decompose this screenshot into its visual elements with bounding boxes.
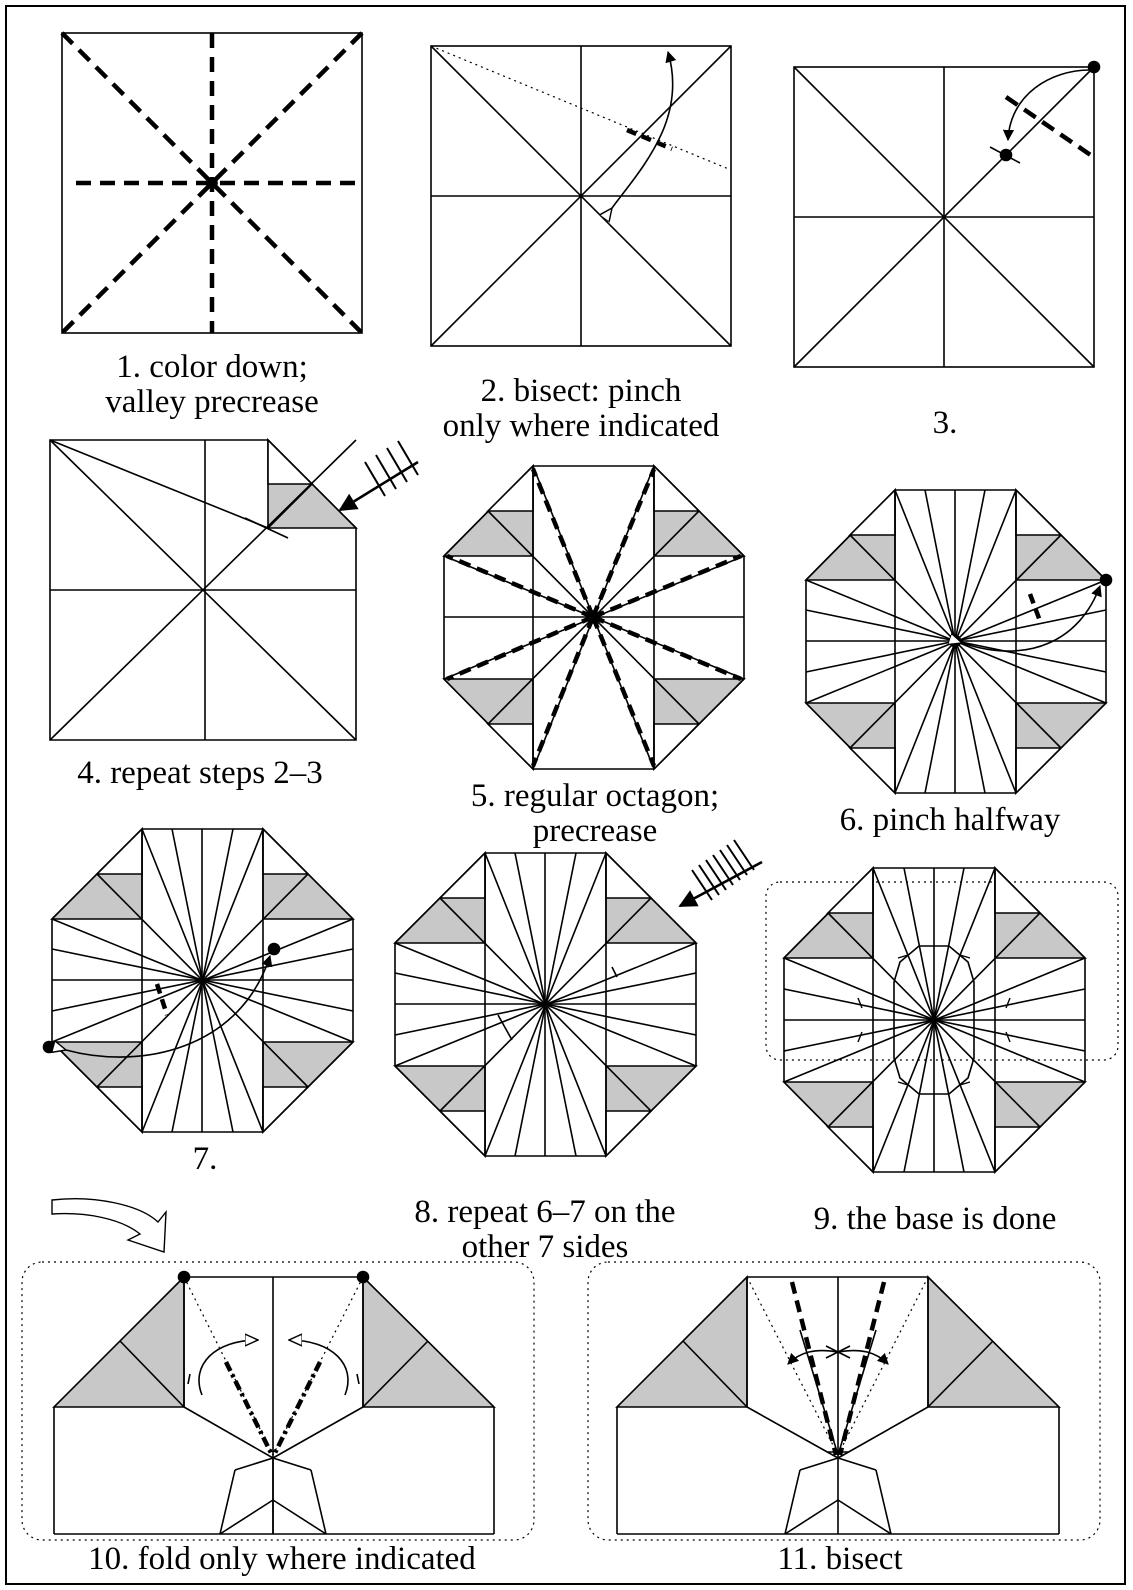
reference-dot-icon (1099, 573, 1113, 587)
valley-fold (837, 1281, 887, 1456)
step-4-diagram (49, 438, 419, 741)
fold-arrow-icon (198, 1340, 258, 1396)
inner-hexadecagon (893, 945, 975, 1095)
step-5-diagram (442, 464, 746, 771)
reference-dot-icon (206, 177, 218, 189)
reference-dot-icon (586, 610, 600, 624)
reference-dot-icon (999, 148, 1013, 162)
step-10-diagram (21, 1261, 535, 1541)
step-9-caption: 9. the base is done (813, 1201, 1057, 1237)
step-2-diagram (430, 45, 732, 347)
valley-fold (789, 1281, 839, 1456)
valley-fold (1004, 95, 1094, 158)
step-2-caption: 2. bisect: pinch only where indicated (442, 373, 720, 444)
step-1-diagram (60, 31, 364, 335)
step-8-diagram (393, 839, 763, 1158)
repeat-ticks (691, 839, 755, 901)
tick-marks (857, 954, 1011, 1086)
reference-dot-icon (177, 1270, 191, 1284)
fold-arrow-icon (289, 1340, 349, 1396)
fold-arrow-icon (66, 956, 270, 1058)
pinch-tick (244, 517, 289, 539)
step-10-caption: 10. fold only where indicated (88, 1541, 476, 1577)
reference-dot-icon (42, 1040, 56, 1054)
turn-over-arrow-icon (51, 1198, 167, 1253)
step-1-caption: 1. color down; valley precrease (105, 349, 319, 420)
step-7-caption: 7. (192, 1141, 218, 1177)
step-3-caption: 3. (932, 405, 958, 441)
step-9-diagram (765, 866, 1119, 1174)
fold-arrow-icon (612, 52, 673, 208)
step-8-caption: 8. repeat 6–7 on the other 7 sides (414, 1194, 676, 1265)
bisector-guide (430, 45, 732, 171)
mountain-fold (223, 1361, 275, 1456)
reference-dot-icon (267, 942, 281, 956)
step-6-caption: 6. pinch halfway (839, 802, 1061, 838)
fold-arrow-icon (837, 1349, 889, 1365)
step-3-diagram (793, 60, 1101, 368)
pinch-tick (497, 1014, 513, 1041)
mountain-fold (271, 1361, 323, 1456)
step-7-diagram (42, 827, 355, 1134)
detail-outline (765, 881, 1119, 1061)
step-6-diagram (804, 488, 1113, 795)
step-11-diagram (587, 1261, 1101, 1541)
detail-outline (21, 1261, 535, 1541)
step-4-caption: 4. repeat steps 2–3 (77, 755, 323, 791)
repeat-ticks (364, 440, 419, 497)
reference-dot-icon (356, 1270, 370, 1284)
step-5-caption: 5. regular octagon; precrease (470, 778, 720, 849)
reference-dot-icon (948, 634, 962, 648)
fold-arrow-icon (787, 1349, 839, 1365)
detail-outline (587, 1261, 1101, 1541)
square-paper (49, 439, 357, 741)
pinch-tick (611, 966, 618, 978)
reference-dot-icon (1087, 60, 1101, 74)
step-11-caption: 11. bisect (777, 1541, 903, 1577)
fold-arrow-icon (962, 586, 1100, 652)
page-frame (5, 5, 1126, 1585)
fold-arrow-icon (1002, 69, 1091, 142)
pinch-mark (626, 127, 673, 152)
